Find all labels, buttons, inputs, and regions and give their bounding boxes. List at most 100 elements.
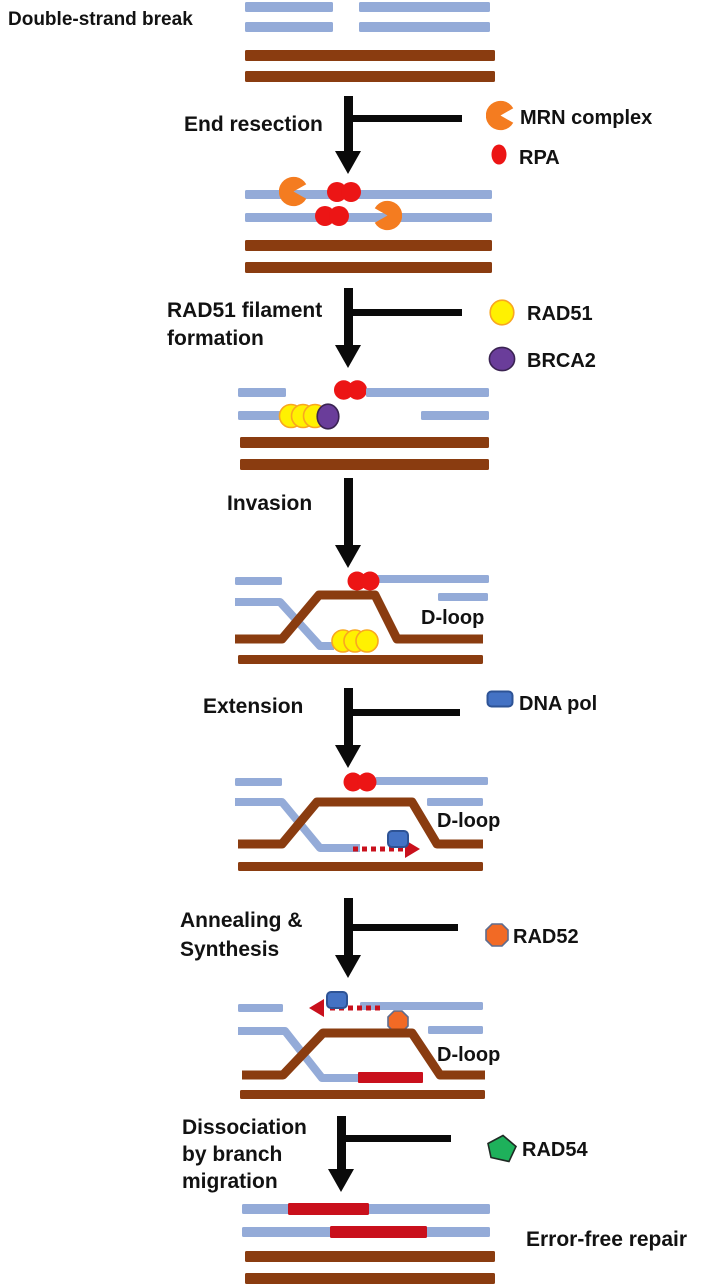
new-dna-red-segment — [358, 1072, 423, 1083]
step-label-line: Annealing & — [180, 909, 303, 932]
dna-strand-blue-top — [245, 190, 492, 199]
arrow-head-icon — [335, 545, 361, 568]
dloop-annotation: D-loop — [437, 810, 501, 832]
mrn-complex-pacman-icon — [374, 200, 402, 231]
dna-pol-rounded-square-icon — [486, 690, 514, 708]
dna-strand-blue-right — [428, 1026, 483, 1034]
legend-label-mrn-complex: MRN complex — [520, 107, 653, 129]
dna-strand-blue-bottom-right — [359, 22, 490, 32]
step-label-extension: Extension — [203, 695, 304, 718]
dna-strand-blue-top-left — [245, 2, 333, 12]
dna-strand-blue-top-right — [366, 388, 489, 397]
arrow-shaft — [344, 898, 353, 956]
rad52-octagon-icon — [485, 923, 509, 947]
extension-dloop-diagram — [235, 772, 488, 871]
rad54-pentagon-icon — [487, 1134, 517, 1163]
dna-strand-blue-top-left — [238, 1004, 283, 1012]
legend-label-rad51: RAD51 — [527, 303, 593, 325]
dna-strand-blue-right — [427, 798, 483, 806]
step-label-invasion: Invasion — [227, 492, 313, 515]
dna-strand-blue-right — [438, 593, 488, 601]
dna-pol-molecule-icon — [326, 991, 348, 1009]
mrn-complex-pacman-icon — [279, 176, 307, 207]
result-label-error-free-repair: Error-free repair — [526, 1228, 688, 1251]
rpa-molecule-icon — [343, 772, 377, 792]
arrow-head-icon — [335, 345, 361, 368]
dna-strand-brown-bottom — [240, 1090, 485, 1099]
arrow-shaft — [337, 1116, 346, 1170]
mrn-complex-pacman-icon — [486, 100, 514, 131]
dloop-annotation: D-loop — [437, 1044, 501, 1066]
brca2-molecule-icon — [316, 403, 340, 430]
arrow-head-icon — [335, 745, 361, 768]
step-label-line: RAD51 filament — [167, 299, 323, 322]
dna-strand-brown-top — [245, 240, 492, 251]
dloop-brown-strand — [242, 1028, 485, 1080]
arrow-shaft — [344, 688, 353, 746]
dna-strand-blue-top-right — [377, 575, 489, 583]
step-label-line: formation — [167, 327, 264, 350]
arrow-shaft — [344, 288, 353, 348]
step-label-line: migration — [182, 1170, 278, 1193]
arrow-branch-line — [351, 709, 460, 716]
dna-strand-blue-top-left — [235, 778, 282, 786]
rad51-circle-icon — [489, 299, 515, 326]
arrow-head-icon — [335, 955, 361, 978]
annealing-dloop-diagram — [238, 991, 485, 1099]
dna-pol-molecule-icon — [387, 830, 409, 848]
arrow-branch-line — [351, 309, 462, 316]
new-dna-red-segment — [330, 1226, 427, 1238]
dna-strand-blue-top-right — [359, 2, 490, 12]
arrow-shaft — [344, 478, 353, 546]
dna-strand-blue-bottom-left — [238, 411, 284, 420]
dna-strand-brown-top — [245, 50, 495, 61]
brca2-oval-icon — [488, 346, 516, 372]
dna-strand-blue-top-left — [238, 388, 286, 397]
legend-label-dna-pol: DNA pol — [519, 693, 598, 715]
dna-strand-blue-top-left — [235, 577, 282, 585]
dna-strand-blue-bottom-right — [421, 411, 489, 420]
rpa-molecule-icon — [315, 206, 349, 226]
arrow-branch-line — [344, 1135, 451, 1142]
step-label-line: Dissociation — [182, 1116, 307, 1139]
arrow-shaft — [344, 96, 353, 154]
legend-label-rad52: RAD52 — [513, 926, 579, 948]
legend-label-brca2: BRCA2 — [527, 350, 596, 372]
dna-strand-brown-bottom — [245, 71, 495, 82]
step-label-dissociation: Dissociation by branch migration — [182, 1114, 307, 1195]
step-label-line: Synthesis — [180, 938, 280, 961]
arrow-branch-line — [351, 924, 458, 931]
dna-strand-brown-top — [245, 1251, 495, 1262]
dna-strand-blue-top-right — [360, 1002, 483, 1010]
dna-strand-blue-bottom-left — [245, 22, 333, 32]
dna-strand-brown-bottom — [240, 459, 489, 470]
dloop-brown-strand — [235, 590, 483, 644]
legend-label-rpa: RPA — [519, 147, 560, 169]
dloop-brown-strand — [238, 797, 483, 849]
dna-strand-brown-top — [240, 437, 489, 448]
arrow-branch-line — [351, 115, 462, 122]
legend-label-rad54: RAD54 — [522, 1139, 588, 1161]
arrow-head-icon — [328, 1169, 354, 1192]
dna-strand-brown-bottom — [238, 655, 483, 664]
rpa-molecule-icon — [327, 182, 361, 202]
rpa-molecule-icon — [347, 571, 380, 591]
dloop-annotation: D-loop — [421, 607, 485, 629]
step-label-rad51-filament-formation: RAD51 filament formation — [167, 297, 322, 353]
synthesis-arrow-head-icon — [309, 999, 324, 1017]
step-label-end-resection: End resection — [184, 113, 323, 136]
step-label-double-strand-break: Double-strand break — [8, 9, 193, 30]
rad51-filament-icon — [331, 629, 379, 653]
new-dna-red-segment — [288, 1203, 369, 1215]
step-label-annealing-synthesis: Annealing & Synthesis — [180, 906, 303, 964]
dna-strand-blue-bottom — [245, 213, 492, 222]
dna-strand-brown-bottom — [245, 262, 492, 273]
arrow-head-icon — [335, 151, 361, 174]
step-label-line: by branch — [182, 1143, 283, 1166]
dna-strand-brown-bottom — [238, 862, 483, 871]
dna-strand-brown-bottom — [245, 1273, 495, 1284]
invasion-dloop-diagram — [235, 571, 489, 664]
rpa-oval-icon — [491, 144, 507, 165]
dna-strand-blue-top-right — [375, 777, 488, 785]
